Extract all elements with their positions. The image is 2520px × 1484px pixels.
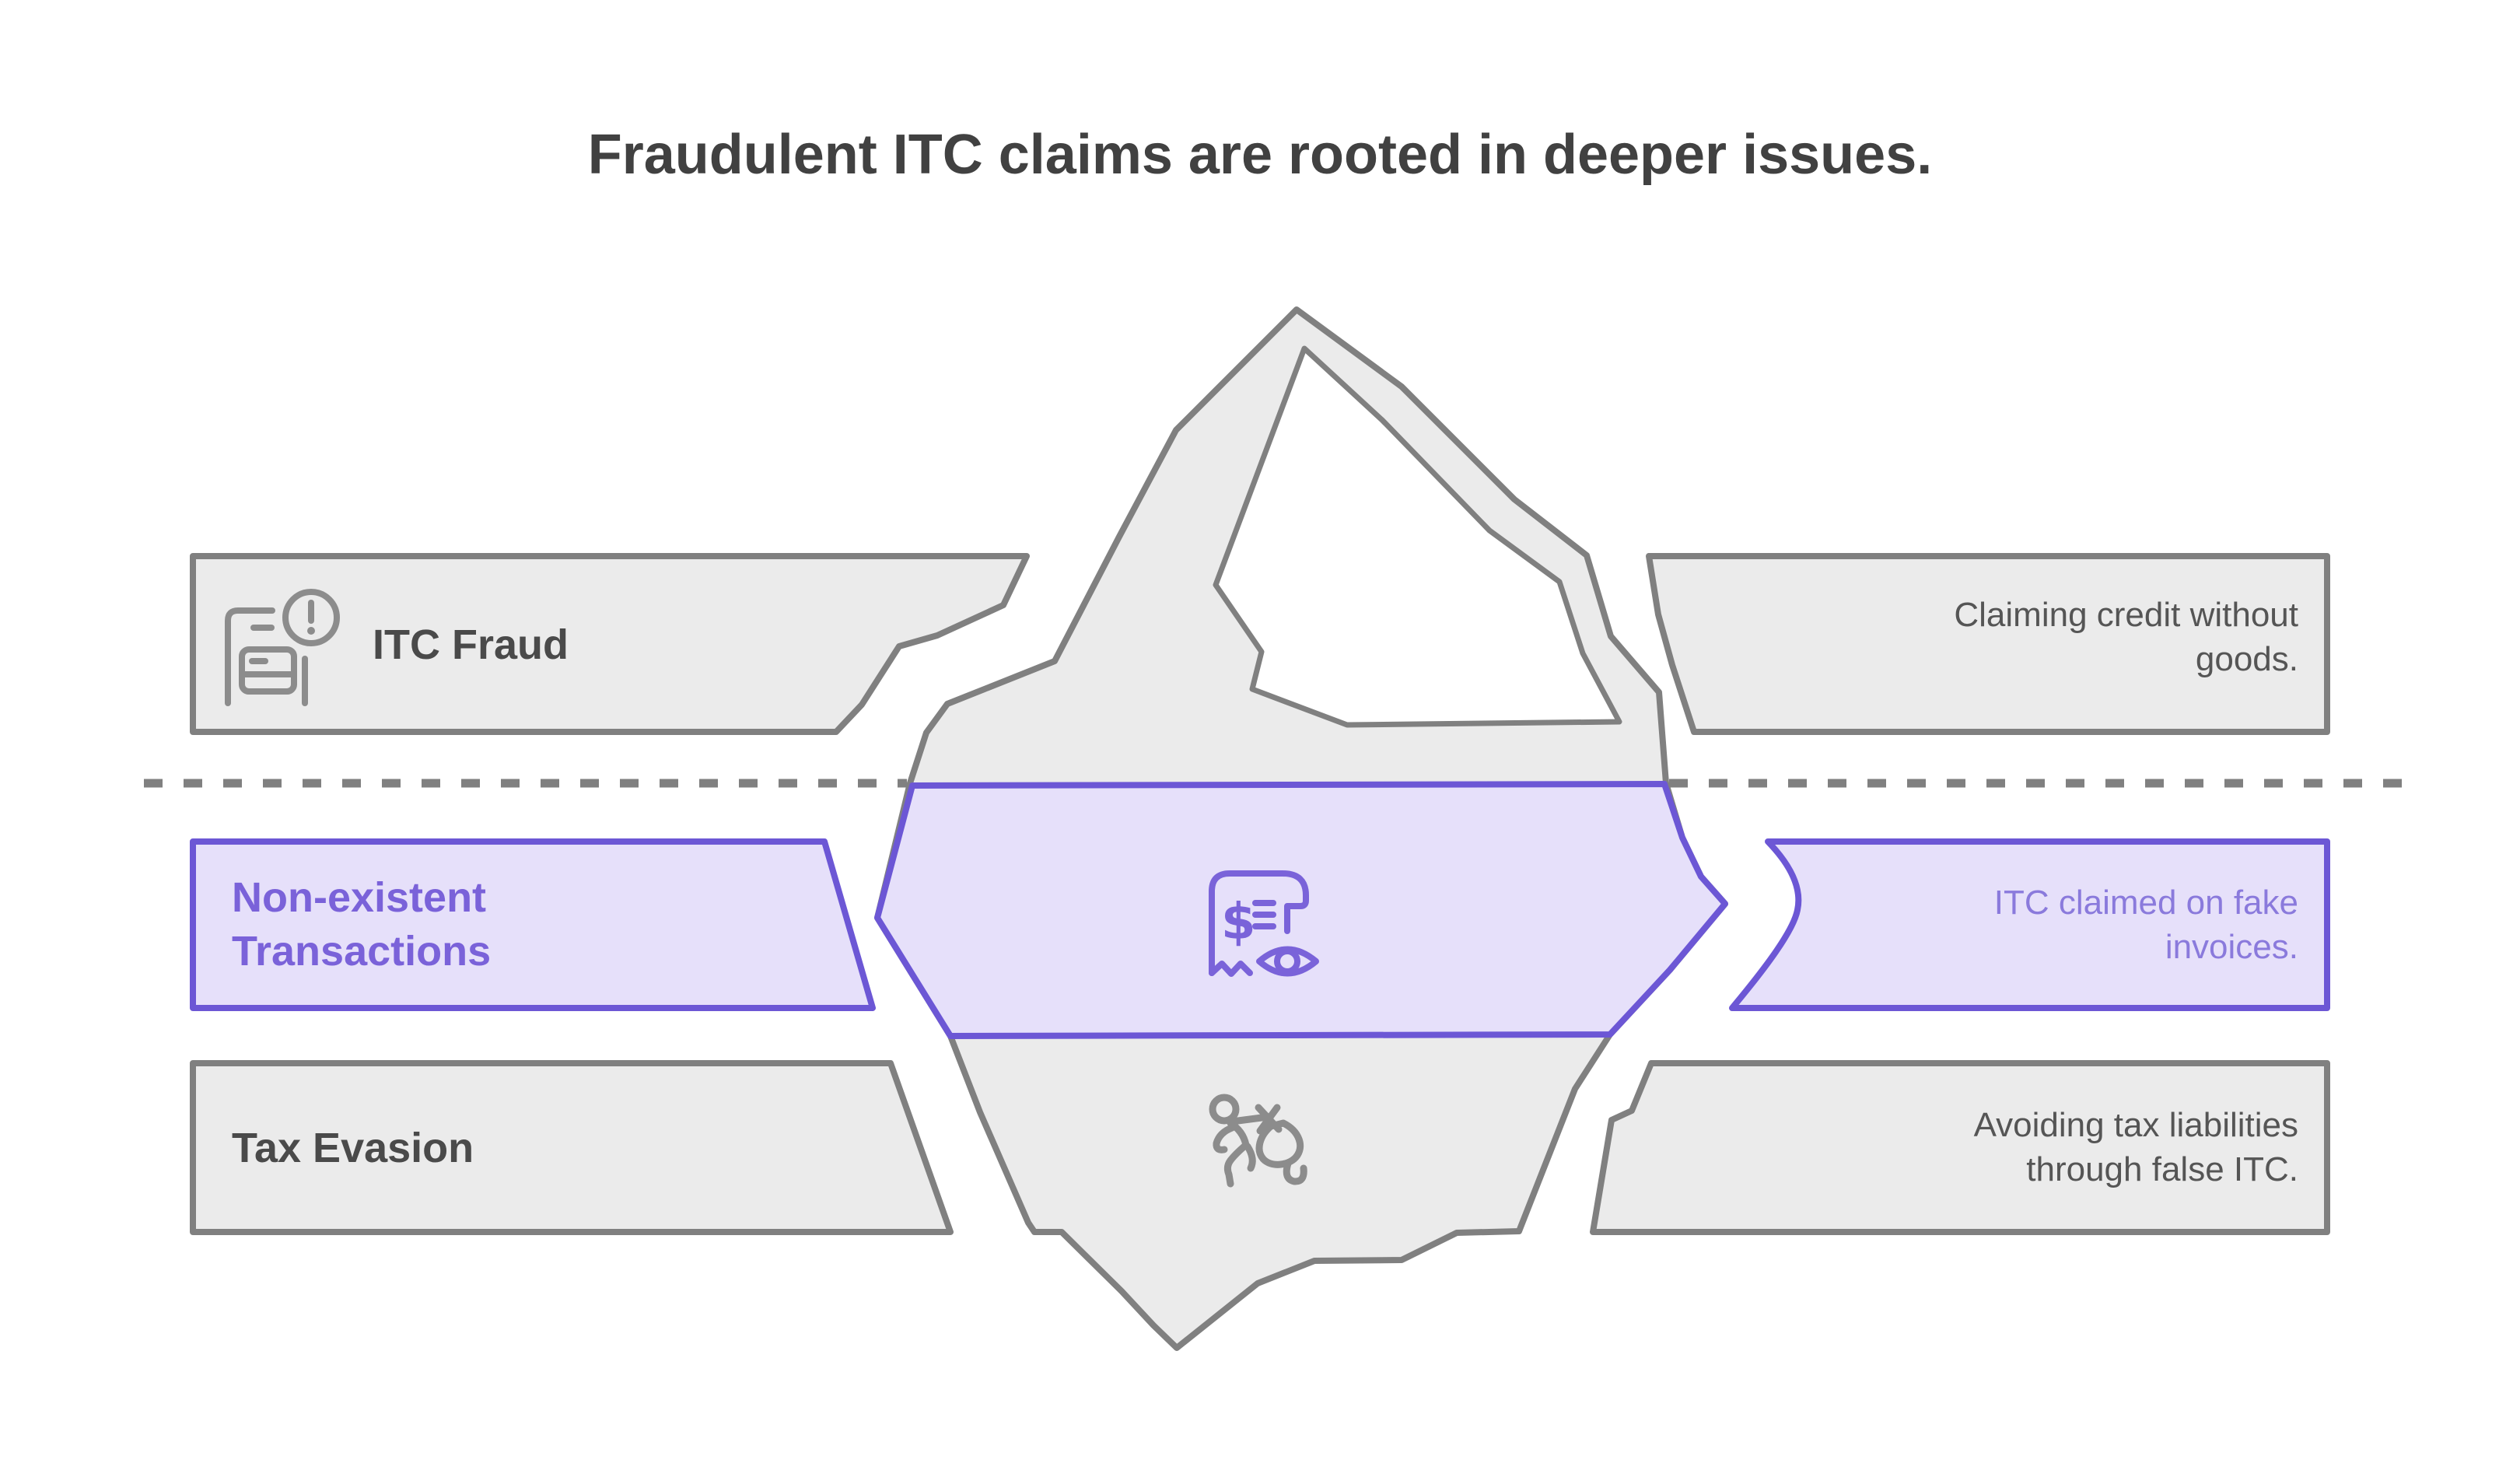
panel-avoiding-tax	[1590, 1060, 2330, 1235]
row-desc-claiming-credit: Claiming credit without goods.	[1954, 596, 2298, 679]
panel-nonexistent-transactions	[190, 838, 876, 1011]
row-label-nonexistent-transactions: Non-existent Transactions	[232, 874, 492, 975]
panel-itc-fraud	[190, 553, 1030, 735]
row-label-tax-evasion: Tax Evasion	[232, 1125, 474, 1171]
panel-claiming-credit	[1646, 553, 2330, 735]
iceberg-submerged-band	[874, 781, 1728, 1039]
row-desc-fake-invoices: ITC claimed on fake invoices.	[1993, 884, 2298, 967]
row-desc-avoiding-tax: Avoiding tax liabilities through false I…	[1973, 1106, 2298, 1189]
page-title: Fraudulent ITC claims are rooted in deep…	[587, 124, 1933, 186]
runner-moneybag-icon	[1209, 1094, 1307, 1188]
iceberg-highlight-facet	[1213, 345, 1622, 728]
row-label-itc-fraud: ITC Fraud	[373, 621, 569, 668]
receipt-eye-icon: $	[1209, 870, 1319, 977]
panel-tax-evasion	[190, 1060, 954, 1235]
panel-fake-invoices	[1729, 838, 2330, 1011]
svg-text:$: $	[1221, 894, 1256, 951]
invoice-alert-icon	[225, 589, 340, 706]
